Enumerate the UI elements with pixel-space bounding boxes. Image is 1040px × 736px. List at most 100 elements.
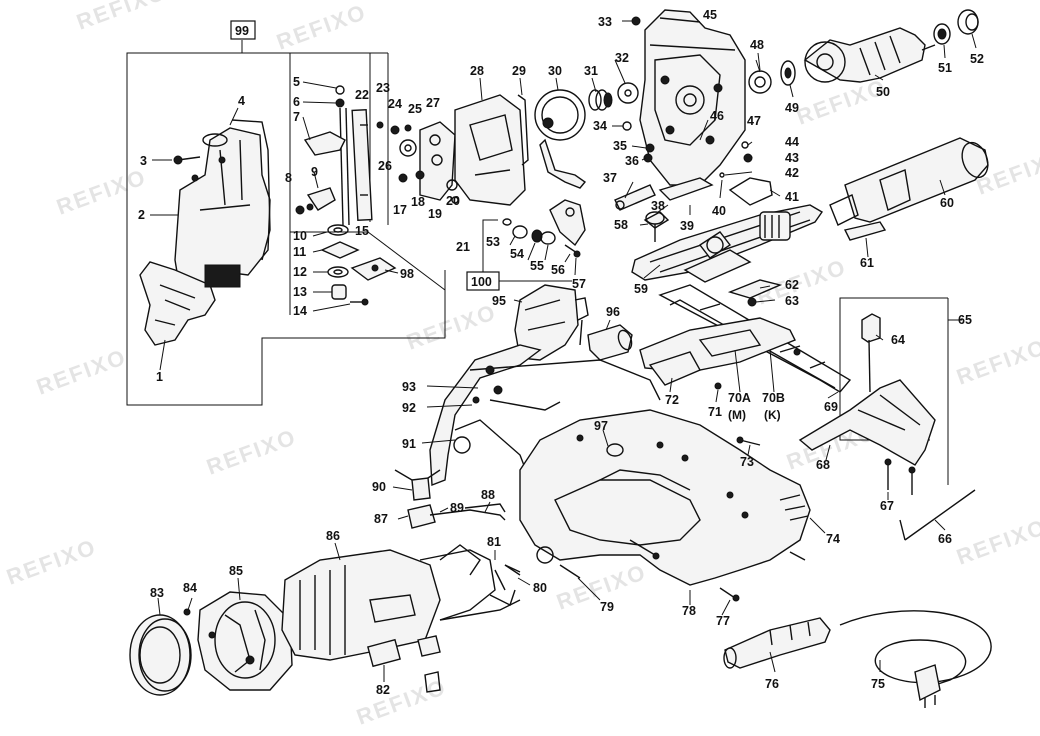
callout-54: 54 — [510, 247, 524, 261]
callout-60: 60 — [940, 196, 954, 210]
callout-41: 41 — [785, 190, 799, 204]
front-case-group — [421, 284, 661, 486]
watermark: REFIXO — [53, 164, 150, 220]
callout-9: 9 — [311, 165, 318, 179]
callout-5: 5 — [293, 75, 300, 89]
callout-70b: 70B — [762, 391, 785, 405]
callout-12: 12 — [293, 265, 307, 279]
callout-78: 78 — [682, 604, 696, 618]
callout-65: 65 — [958, 313, 972, 327]
callout-labels: 1 2 3 4 5 6 7 8 9 10 11 12 13 14 15 17 1… — [138, 8, 984, 697]
callout-6: 6 — [293, 95, 300, 109]
roller-54 — [512, 225, 528, 239]
callout-66: 66 — [938, 532, 952, 546]
callout-40: 40 — [712, 204, 726, 218]
capacitor-96 — [587, 324, 633, 361]
housing-shell — [519, 409, 811, 586]
callout-13: 13 — [293, 285, 307, 299]
callout-99: 99 — [235, 24, 249, 38]
callout-70b-sub: (K) — [764, 408, 781, 422]
callout-89: 89 — [450, 501, 464, 515]
callout-31: 31 — [584, 64, 598, 78]
watermark: REFIXO — [353, 674, 450, 730]
watermark: REFIXO — [3, 534, 100, 590]
callout-70a: 70A — [728, 391, 751, 405]
spring-clip — [517, 94, 529, 166]
callout-35: 35 — [613, 139, 627, 153]
gear-housing — [639, 9, 746, 186]
callout-33: 33 — [598, 15, 612, 29]
callout-45: 45 — [703, 8, 717, 22]
bearing-51 — [933, 23, 951, 45]
circle-cutter-group — [798, 297, 976, 541]
bracket-57 — [549, 199, 586, 247]
shoe-plate-group — [631, 204, 824, 283]
cord-sleeve-76 — [724, 617, 831, 669]
rip-fence — [658, 284, 852, 393]
adjust-knob — [706, 236, 724, 254]
callout-36: 36 — [625, 154, 639, 168]
armature — [803, 27, 926, 83]
callout-49: 49 — [785, 101, 799, 115]
watermark: REFIXO — [203, 424, 300, 480]
callout-96: 96 — [606, 305, 620, 319]
callout-79: 79 — [600, 600, 614, 614]
callout-69: 69 — [824, 400, 838, 414]
callout-4: 4 — [238, 94, 245, 108]
callout-21: 21 — [456, 240, 470, 254]
roller-bracket — [419, 121, 456, 201]
callout-75: 75 — [871, 677, 885, 691]
switch-95 — [514, 284, 579, 361]
watermark: REFIXO — [793, 74, 890, 130]
group-bracket — [126, 40, 446, 406]
gear-assembly-group — [454, 59, 639, 206]
callout-98: 98 — [400, 267, 414, 281]
bearing-49 — [780, 60, 796, 86]
pinion-bearing — [588, 89, 613, 111]
watermark: REFIXO — [953, 334, 1040, 390]
callout-61: 61 — [860, 256, 874, 270]
callout-59: 59 — [634, 282, 648, 296]
watermark: REFIXO — [403, 299, 500, 355]
motor-housing-tube — [844, 137, 989, 223]
callout-44: 44 — [785, 135, 799, 149]
drive-gear — [534, 89, 586, 141]
callout-68: 68 — [816, 458, 830, 472]
callout-57: 57 — [572, 277, 586, 291]
callout-29: 29 — [512, 64, 526, 78]
callout-84: 84 — [183, 581, 197, 595]
callout-82: 82 — [376, 683, 390, 697]
callout-42: 42 — [785, 166, 799, 180]
gear-housing-group — [612, 9, 781, 211]
callout-74: 74 — [826, 532, 840, 546]
callout-83: 83 — [150, 586, 164, 600]
callout-88: 88 — [481, 488, 495, 502]
callout-37: 37 — [603, 171, 617, 185]
callout-100: 100 — [471, 275, 492, 289]
callout-81: 81 — [487, 535, 501, 549]
callout-77: 77 — [716, 614, 730, 628]
callout-55: 55 — [530, 259, 544, 273]
callout-53: 53 — [486, 235, 500, 249]
callout-93: 93 — [402, 380, 416, 394]
armature-group — [748, 9, 979, 98]
callout-3: 3 — [140, 154, 147, 168]
watermark: REFIXO — [273, 0, 370, 55]
callout-50: 50 — [876, 85, 890, 99]
callout-15: 15 — [355, 224, 369, 238]
callout-63: 63 — [785, 294, 799, 308]
parallel-guide-group — [639, 279, 852, 403]
callout-86: 86 — [326, 529, 340, 543]
callout-48: 48 — [750, 38, 764, 52]
handle-cover-91 — [429, 344, 542, 486]
callout-26: 26 — [378, 159, 392, 173]
callout-67: 67 — [880, 499, 894, 513]
callout-30: 30 — [548, 64, 562, 78]
callout-91: 91 — [402, 437, 416, 451]
pivot-pin — [861, 313, 881, 343]
pendulum-lever — [303, 131, 346, 156]
lever-37 — [614, 184, 656, 211]
callout-7: 7 — [293, 110, 300, 124]
power-cord — [839, 610, 992, 686]
